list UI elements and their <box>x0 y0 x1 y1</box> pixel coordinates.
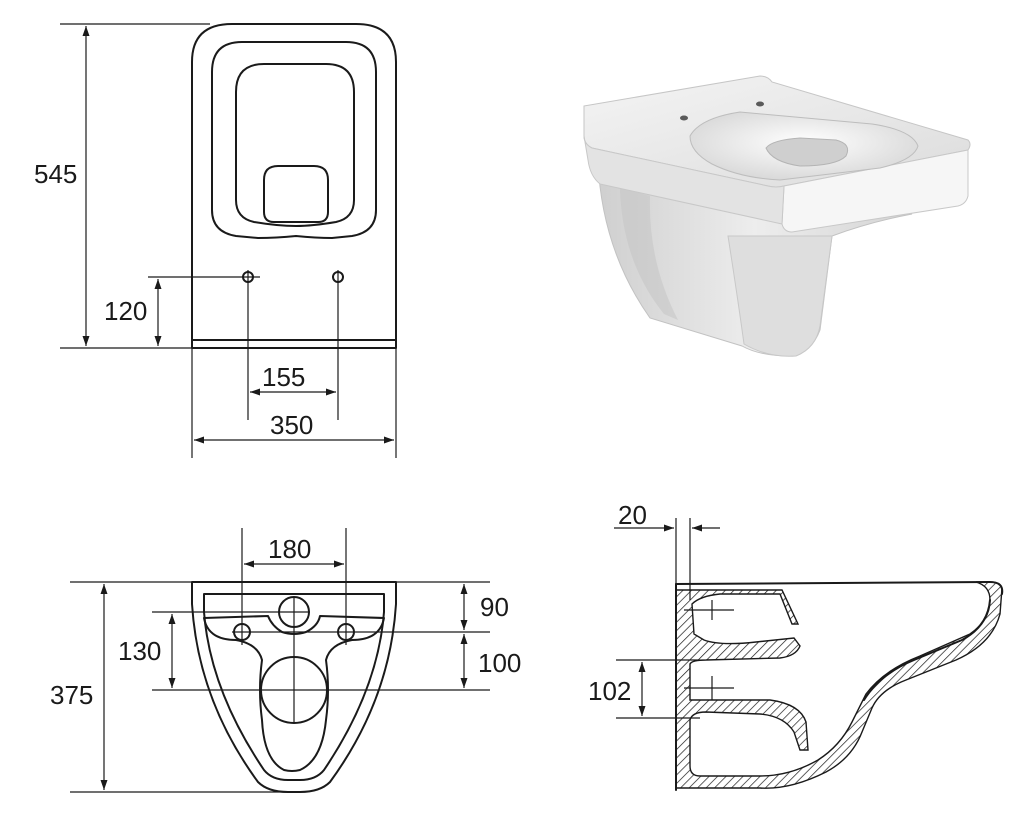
top-view-outline <box>191 23 397 349</box>
rear-view-outline <box>191 581 397 793</box>
dim-label-375: 375 <box>50 680 93 710</box>
section-shell <box>675 581 1003 789</box>
dim-label-155: 155 <box>262 362 305 392</box>
top-view-bowl <box>235 63 355 227</box>
top-view-outlet <box>263 165 329 223</box>
render-rim-left <box>583 135 785 225</box>
dim-label-350: 350 <box>270 410 313 440</box>
render-pedestal <box>727 235 833 357</box>
dim-label-545: 545 <box>34 159 77 189</box>
dim-label-90: 90 <box>480 592 509 622</box>
dim-label-120: 120 <box>104 296 147 326</box>
render-body-shadow <box>620 188 678 320</box>
render-rim-front <box>781 149 969 233</box>
dim-label-100: 100 <box>478 648 521 678</box>
render-bolt-hole-left <box>680 115 688 121</box>
rear-view: 180 375 130 90 100 <box>50 528 521 793</box>
render-bolt-hole-right <box>756 101 764 107</box>
dim-label-20: 20 <box>618 500 647 530</box>
rear-view-inner <box>203 593 385 781</box>
dim-label-102: 102 <box>588 676 631 706</box>
side-section-view: 20 102 <box>588 500 1004 791</box>
top-view: 545 120 155 350 <box>34 23 397 458</box>
dim-label-180: 180 <box>268 534 311 564</box>
section-bowl-curve <box>863 599 991 701</box>
top-view-rim-inner <box>211 41 377 239</box>
dim-label-130: 130 <box>118 636 161 666</box>
render-outlet <box>765 137 849 167</box>
product-render <box>583 75 971 357</box>
section-rim-top <box>675 581 1004 595</box>
